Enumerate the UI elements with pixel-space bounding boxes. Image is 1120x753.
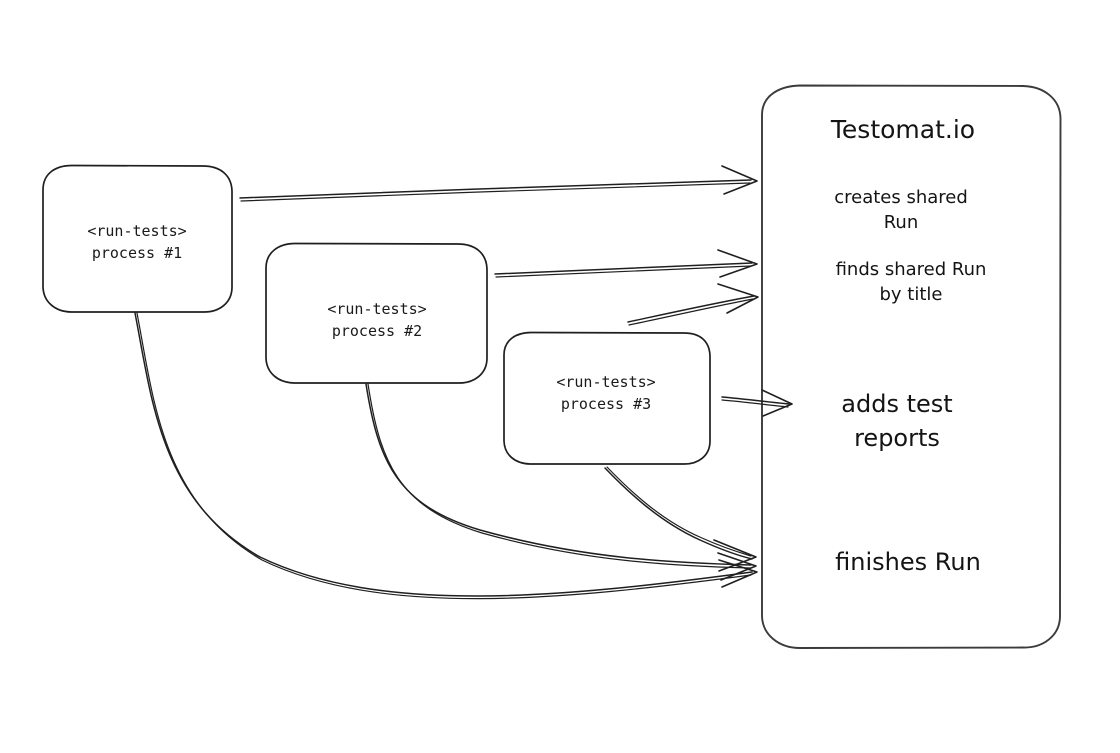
node-process-1[interactable] [42,164,233,313]
arrow-head-icon [721,165,758,195]
edge-line [627,295,755,323]
edge-line-sketch [721,399,789,408]
edge-line [494,262,753,275]
edge-line-sketch [136,312,752,600]
edge-p3-adds-test-reports [721,389,793,417]
edge-p2-finds-shared-run [494,249,758,278]
edge-line [134,312,753,597]
node-process-1-line2: process #1 [92,244,182,262]
arrow-head-icon [717,552,757,581]
node-process-3-line2: process #3 [561,395,651,413]
edge-line [604,467,753,560]
panel-title: Testomat.io [830,115,975,144]
arrow-head-icon [717,283,759,314]
edge-line [721,396,790,405]
node-process-1-line1: <run-tests> [87,222,186,240]
edge-line-sketch [240,182,751,202]
node-process-1-border [42,164,233,313]
edge-p1-creates-shared-run [239,165,758,202]
panel-step-creates-shared-run-line2: Run [884,212,919,233]
node-process-3-line1: <run-tests> [556,373,655,391]
edge-line-sketch [628,298,754,326]
testomat-panel-border [761,84,1062,649]
arrow-head-icon [761,389,793,417]
panel-step-finishes-run-line1: finishes Run [835,548,981,576]
edge-p3-finishes-run [604,466,757,572]
panel-step-finds-shared-run-line2: by title [880,284,943,305]
edge-p3-finds-shared-run [627,283,759,326]
arrow-head-icon [717,249,758,278]
edge-line-sketch [367,383,751,569]
edge-line-sketch [606,466,752,557]
node-process-2-border [265,242,488,384]
node-process-2-line1: <run-tests> [327,300,426,318]
edge-line-sketch [495,265,752,278]
edge-line [239,179,752,199]
node-process-3-border [503,331,711,465]
node-process-2-line2: process #2 [332,322,422,340]
panel-step-adds-test-reports-line1: adds test [841,390,952,418]
node-process-3[interactable] [503,331,711,465]
panel-step-creates-shared-run-line1: creates shared [834,187,968,208]
panel-step-finds-shared-run-line1: finds shared Run [836,259,987,280]
arrow-head-icon [713,539,757,572]
edge-line [365,383,752,566]
node-process-2[interactable] [265,242,488,384]
panel-step-adds-test-reports-line2: reports [854,424,940,452]
edge-p2-finishes-run [365,383,757,581]
testomat-panel[interactable] [761,84,1062,649]
